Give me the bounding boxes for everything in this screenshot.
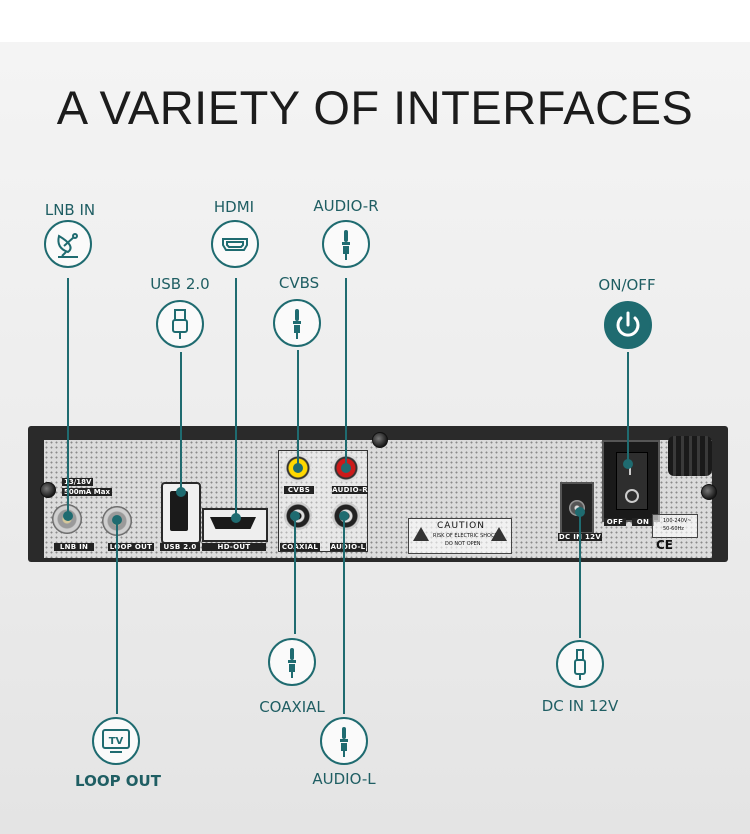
lnb-in-line xyxy=(67,278,69,516)
audio-r-badge xyxy=(322,220,370,268)
coaxial-line xyxy=(294,516,296,634)
caution-line-1: RISK OF ELECTRIC SHOCK xyxy=(433,533,498,539)
usb-line xyxy=(180,352,182,492)
top-screw xyxy=(372,432,388,448)
dc-plug-icon xyxy=(574,649,586,680)
usb-label: USB 2.0 xyxy=(150,275,210,293)
cvbs-line xyxy=(297,350,299,468)
cvbs-label: CVBS xyxy=(278,274,320,292)
hdmi-badge xyxy=(211,220,259,268)
dc-in-label: DC IN 12V xyxy=(541,697,619,715)
on-off-badge xyxy=(604,301,652,349)
loop-out-label: LOOP OUT xyxy=(75,772,161,790)
audio-l-line xyxy=(343,516,345,714)
on-off-dot xyxy=(623,459,633,469)
loop-out-line xyxy=(116,520,118,714)
lnb-in-port-label: LNB IN xyxy=(54,543,94,551)
left-screw xyxy=(40,482,56,498)
hdmi-line xyxy=(235,278,237,518)
lnb-spec-1: 13/18V xyxy=(62,478,94,486)
off-label: OFF xyxy=(604,518,626,526)
dc-in-badge xyxy=(556,640,604,688)
caution-title: CAUTION xyxy=(437,521,485,531)
audio-r-line xyxy=(345,278,347,468)
usb-dot xyxy=(176,487,186,497)
rating-box: 100-240V~ 50-60Hz xyxy=(652,514,698,538)
lnb-spec-2: 500mA Max xyxy=(62,488,112,496)
tv-icon: TV xyxy=(102,729,130,753)
hdmi-port xyxy=(202,508,268,542)
hdmi-label: HDMI xyxy=(213,198,255,216)
coaxial-port-label: COAXIAL xyxy=(280,543,320,551)
audio-l-dot xyxy=(339,511,349,521)
rating-line-1: 100-240V~ xyxy=(663,518,692,524)
coaxial-badge xyxy=(268,638,316,686)
satellite-dish-icon xyxy=(57,233,78,258)
audio-r-label: AUDIO-R xyxy=(313,197,379,215)
rca-jack-icon xyxy=(288,648,296,678)
power-cord xyxy=(668,436,712,476)
on-label: ON xyxy=(632,518,654,526)
lnb-in-badge xyxy=(44,220,92,268)
loop-out-port-label: LOOP OUT xyxy=(108,543,154,551)
coaxial-label: COAXIAL xyxy=(259,698,325,716)
dc-in-line xyxy=(579,512,581,638)
hd-out-port-label: HD-OUT xyxy=(202,543,266,551)
loop-out-badge: TV xyxy=(92,717,140,765)
audio-r-port-label: AUDIO-R xyxy=(332,486,368,494)
loop-out-dot xyxy=(112,515,122,525)
rating-line-2: 50-60Hz xyxy=(663,526,684,532)
right-screw xyxy=(701,484,717,500)
cvbs-dot xyxy=(293,463,303,473)
cvbs-port-label: CVBS xyxy=(284,486,314,494)
page-title: A VARIETY OF INTERFACES xyxy=(56,81,694,134)
dc-in-dot xyxy=(575,507,585,517)
audio-jack-icon xyxy=(340,727,348,757)
hdmi-port-icon xyxy=(222,238,248,251)
caution-line-2: DO NOT OPEN xyxy=(445,541,481,547)
on-off-label: ON/OFF xyxy=(598,276,656,294)
receiver-rear-panel: 13/18V 500mA Max LNB IN LOOP OUT USB 2.0… xyxy=(28,426,728,562)
audio-jack-icon xyxy=(342,230,350,260)
lnb-in-dot xyxy=(63,511,73,521)
usb-plug-icon xyxy=(172,309,188,339)
audio-l-badge xyxy=(320,717,368,765)
cvbs-badge xyxy=(273,299,321,347)
usb-badge xyxy=(156,300,204,348)
ce-mark: CE xyxy=(656,538,674,552)
power-icon xyxy=(616,311,640,337)
warning-triangle-icon xyxy=(491,527,507,541)
tv-icon-text: TV xyxy=(109,736,124,747)
lnb-in-label: LNB IN xyxy=(44,201,96,219)
warning-triangle-icon xyxy=(413,527,429,541)
rca-jack-icon xyxy=(293,309,301,339)
caution-label: CAUTION RISK OF ELECTRIC SHOCK DO NOT OP… xyxy=(408,518,512,554)
audio-r-dot xyxy=(341,463,351,473)
coaxial-dot xyxy=(290,511,300,521)
power-switch xyxy=(602,440,660,522)
audio-l-label: AUDIO-L xyxy=(312,770,376,788)
audio-l-port-label: AUDIO-L xyxy=(330,543,366,551)
usb-port-label: USB 2.0 xyxy=(160,543,200,551)
hdmi-dot xyxy=(231,513,241,523)
on-off-line xyxy=(627,352,629,464)
